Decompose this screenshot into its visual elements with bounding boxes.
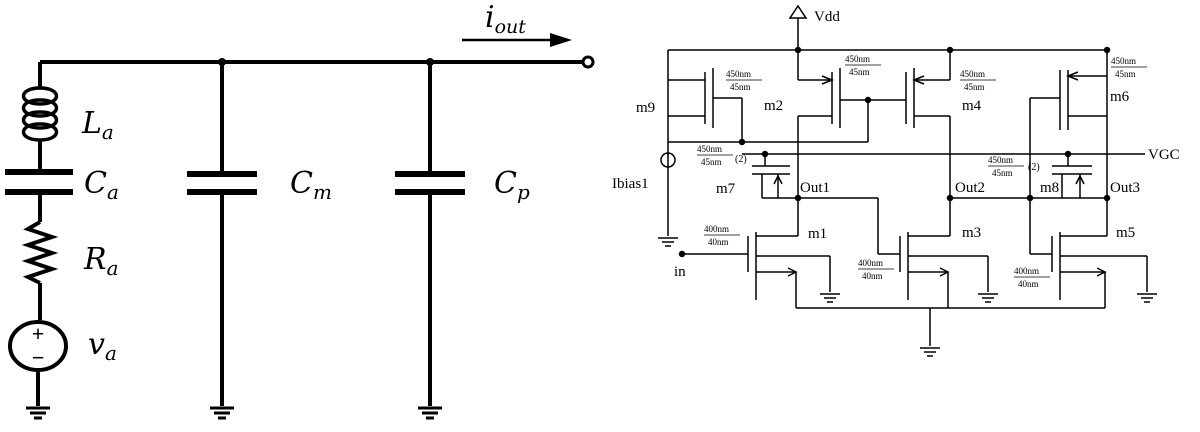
transistor-m9 <box>667 50 746 155</box>
svg-text:(2): (2) <box>1028 162 1040 173</box>
inductor-La <box>21 86 59 142</box>
svg-text:45nm: 45nm <box>701 157 722 167</box>
transistor-m7 <box>752 154 802 228</box>
ibias-label: Ibias1 <box>612 176 649 192</box>
label-Cm: Cm <box>290 166 332 204</box>
transistor-m4 <box>905 50 951 228</box>
svg-text:40nm: 40nm <box>862 271 883 281</box>
transistor-m3 <box>899 228 989 308</box>
transistor-m1 <box>678 228 831 308</box>
svg-text:45nm: 45nm <box>1115 69 1136 79</box>
schematic-labels: Vdd VGC Ibias1 in m9 m2 m4 m6 m7 m8 m1 m… <box>612 9 1180 289</box>
svg-text:400nm: 400nm <box>704 224 729 234</box>
input-label: in <box>674 264 686 280</box>
output-terminal <box>581 55 595 69</box>
svg-text:400nm: 400nm <box>1014 266 1039 276</box>
out1-label: Out1 <box>800 180 830 196</box>
resistor-Ra <box>21 220 59 285</box>
m1-label: m1 <box>808 226 827 242</box>
out2-label: Out2 <box>955 180 985 196</box>
svg-text:450nm: 450nm <box>726 69 751 79</box>
svg-text:450nm: 450nm <box>845 54 870 64</box>
svg-text:40nm: 40nm <box>708 237 729 247</box>
source-plus-sign: + <box>32 321 45 346</box>
iout-label: iout <box>485 0 526 38</box>
svg-text:450nm: 450nm <box>697 144 722 154</box>
svg-text:45nm: 45nm <box>964 82 985 92</box>
m7-label: m7 <box>716 181 736 197</box>
ground-icon <box>416 406 444 420</box>
svg-text:450nm: 450nm <box>960 69 985 79</box>
m6-label: m6 <box>1110 89 1130 105</box>
svg-text:45nm: 45nm <box>849 67 870 77</box>
label-va: va <box>88 327 117 365</box>
vdd-arrow-icon <box>788 4 808 19</box>
current-arrow-head <box>550 33 572 47</box>
svg-text:450nm: 450nm <box>988 155 1013 165</box>
vdd-label: Vdd <box>814 9 840 25</box>
out3-label: Out3 <box>1110 180 1140 196</box>
label-Cp: Cp <box>494 166 530 204</box>
m3-label: m3 <box>962 225 981 241</box>
transistor-m8 <box>1026 154 1111 202</box>
m4-label: m4 <box>962 98 982 114</box>
transistor-m2 <box>797 50 906 170</box>
ground-icon <box>919 347 941 357</box>
svg-text:45nm: 45nm <box>730 82 751 92</box>
ground-icon <box>819 293 841 303</box>
m8-label: m8 <box>1040 180 1059 196</box>
svg-text:45nm: 45nm <box>992 168 1013 178</box>
ground-icon <box>208 406 236 420</box>
label-Ca: Ca <box>84 166 119 204</box>
label-Ra: Ra <box>83 242 119 280</box>
svg-text:450nm: 450nm <box>1111 56 1136 66</box>
m2-label: m2 <box>764 98 783 114</box>
svg-text:(2): (2) <box>735 154 747 165</box>
source-minus-sign: − <box>32 345 45 370</box>
equivalent-circuit: iout + − <box>5 0 595 420</box>
ground-icon <box>24 406 52 420</box>
ground-icon <box>657 237 679 247</box>
m5-label: m5 <box>1116 225 1135 241</box>
transistor-schematic <box>657 4 1158 357</box>
ground-icon <box>1136 293 1158 303</box>
m9-label: m9 <box>636 100 655 116</box>
vgc-label: VGC <box>1148 147 1180 163</box>
transistor-m6 <box>1029 50 1108 228</box>
ground-icon <box>977 293 999 303</box>
svg-text:40nm: 40nm <box>1018 279 1039 289</box>
transistor-m5 <box>1051 228 1148 308</box>
svg-text:400nm: 400nm <box>858 258 883 268</box>
label-La: La <box>81 106 114 144</box>
